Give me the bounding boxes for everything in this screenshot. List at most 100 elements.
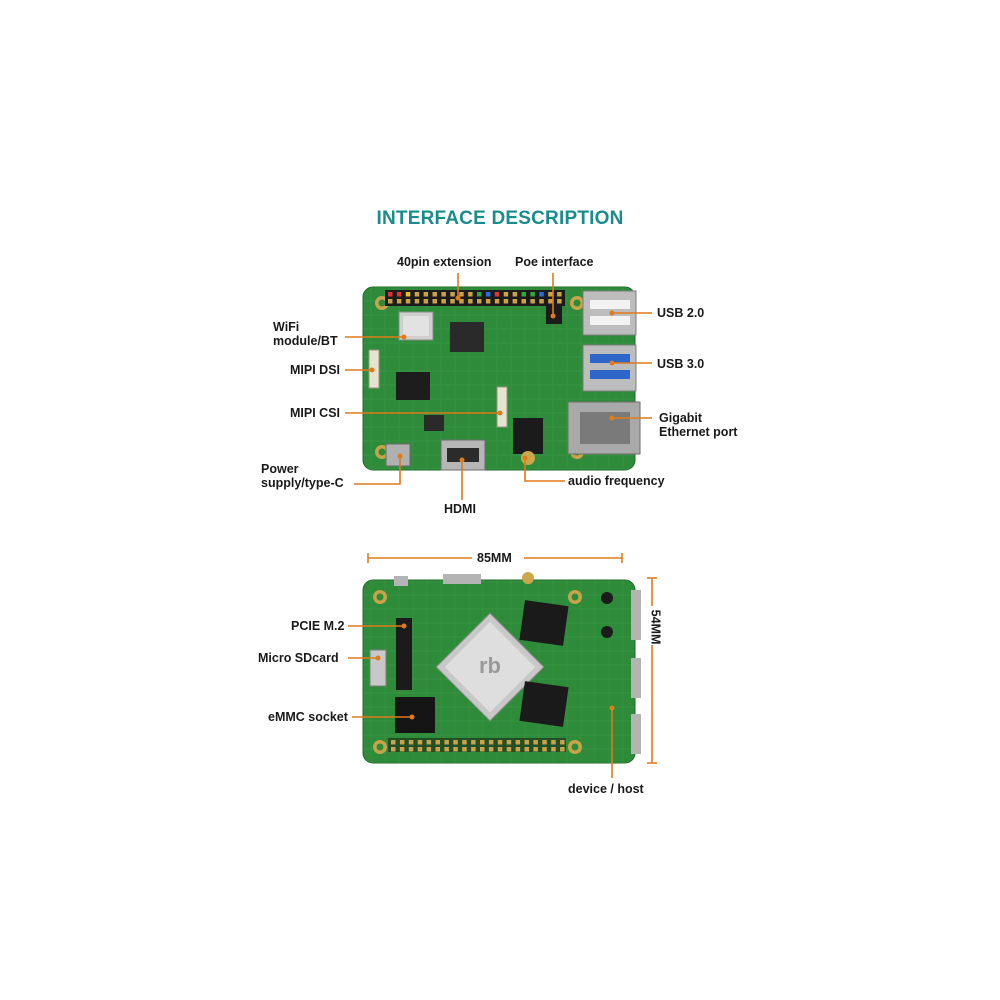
header-pin <box>399 747 405 752</box>
header-pin <box>453 740 458 745</box>
label-device-host: device / host <box>568 782 644 796</box>
label-usb3: USB 3.0 <box>657 357 705 371</box>
header-pin <box>542 740 547 745</box>
header-pin <box>417 740 423 745</box>
header-pin <box>557 299 562 304</box>
header-pin <box>494 299 500 304</box>
header-pin <box>506 740 512 745</box>
label-micro-sd: Micro SDcard <box>258 651 339 665</box>
header-pin <box>548 299 553 304</box>
header-pin <box>459 292 464 297</box>
header-pin <box>480 747 485 752</box>
header-pin <box>426 747 432 752</box>
label-emmc: eMMC socket <box>268 710 348 724</box>
header-pin <box>459 299 464 304</box>
header-pin <box>539 292 544 297</box>
header-pin <box>408 747 414 752</box>
header-pin <box>417 747 423 752</box>
header-pin <box>530 292 535 297</box>
header-pin <box>388 292 393 297</box>
header-pin <box>391 740 396 745</box>
bottom-leaders <box>348 625 613 778</box>
header-pin <box>453 747 458 752</box>
header-pin <box>396 292 402 297</box>
header-pin <box>468 292 473 297</box>
header-pin <box>405 292 411 297</box>
header-pin <box>423 292 429 297</box>
header-pin <box>503 299 509 304</box>
label-power-typec: Power supply/type-C <box>261 462 344 490</box>
header-pin <box>485 292 491 297</box>
header-pin <box>432 299 437 304</box>
dimension-width: 85MM <box>477 551 512 565</box>
header-pin <box>515 740 521 745</box>
header-pin <box>530 299 535 304</box>
header-pin <box>560 747 565 752</box>
header-pin <box>462 740 467 745</box>
header-pin <box>488 740 494 745</box>
header-pin <box>485 299 491 304</box>
header-pin <box>435 747 440 752</box>
header-pin <box>462 747 467 752</box>
bottom-board: rb <box>362 572 641 764</box>
label-poe-interface: Poe interface <box>515 255 594 269</box>
gpio-header <box>385 290 565 306</box>
header-pin <box>477 299 482 304</box>
label-mipi-dsi: MIPI DSI <box>290 363 341 377</box>
header-pin <box>408 740 414 745</box>
header-pin <box>542 747 547 752</box>
page-title: INTERFACE DESCRIPTION <box>376 208 624 229</box>
header-pin <box>450 292 455 297</box>
header-pin <box>444 740 449 745</box>
header-pin <box>426 740 432 745</box>
label-usb2: USB 2.0 <box>657 306 705 320</box>
header-pin <box>480 740 485 745</box>
header-pin <box>497 747 503 752</box>
header-pin <box>414 299 420 304</box>
header-pin <box>551 747 556 752</box>
header-pin <box>399 740 405 745</box>
header-pin <box>524 740 529 745</box>
header-pin <box>435 740 440 745</box>
dimension-height: 54MM <box>648 609 663 645</box>
header-pin <box>506 747 512 752</box>
header-pin <box>488 747 494 752</box>
header-pin <box>396 299 402 304</box>
svg-text:rb: rb <box>479 653 501 678</box>
label-40pin-extension: 40pin extension <box>397 255 492 269</box>
header-pin <box>471 740 476 745</box>
header-pin <box>497 740 503 745</box>
header-pin <box>388 299 393 304</box>
top-leaders <box>345 273 652 500</box>
label-ethernet: Gigabit Ethernet port <box>659 411 738 439</box>
header-pin <box>515 747 521 752</box>
header-pin <box>524 747 529 752</box>
header-pin <box>512 292 518 297</box>
header-pin <box>391 747 396 752</box>
header-pin <box>560 740 565 745</box>
header-pin <box>494 292 500 297</box>
header-pin <box>441 299 446 304</box>
header-pin <box>521 292 526 297</box>
header-pin <box>414 292 420 297</box>
header-pin <box>551 740 556 745</box>
header-pin <box>468 299 473 304</box>
header-pin <box>521 299 526 304</box>
dimension-lines <box>367 553 657 764</box>
header-pin <box>548 292 553 297</box>
header-pin <box>471 747 476 752</box>
label-wifi-bt: WiFi module/BT <box>273 320 338 348</box>
header-pin <box>539 299 544 304</box>
label-hdmi: HDMI <box>444 502 476 516</box>
header-pin <box>441 292 446 297</box>
label-mipi-csi: MIPI CSI <box>290 406 341 420</box>
header-pin <box>450 299 455 304</box>
header-pin <box>423 299 429 304</box>
header-pin <box>477 292 482 297</box>
top-board <box>362 286 641 471</box>
header-pin <box>503 292 509 297</box>
header-pin <box>444 747 449 752</box>
label-audio: audio frequency <box>568 474 665 488</box>
header-pin <box>533 740 538 745</box>
